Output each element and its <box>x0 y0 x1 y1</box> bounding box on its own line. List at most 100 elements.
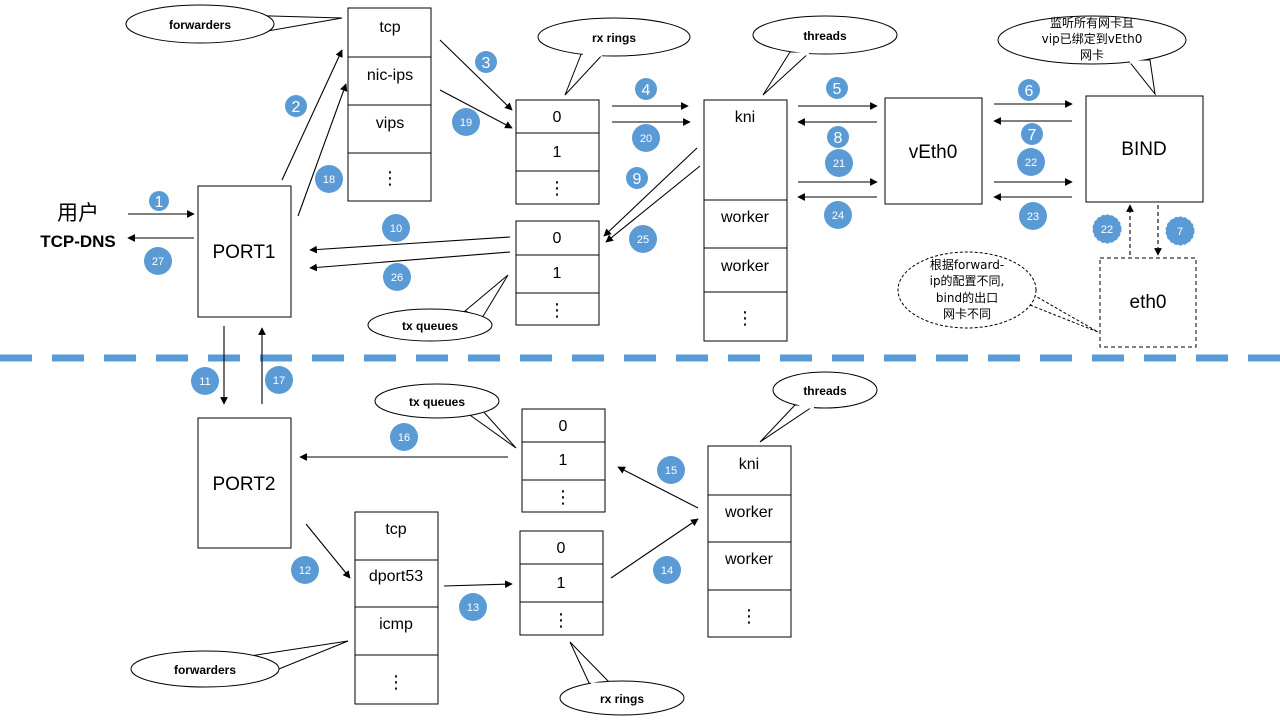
svg-text:17: 17 <box>273 375 285 387</box>
step-badge-3: 3 <box>475 51 497 73</box>
callout-rx-rings-bottom: rx rings <box>559 641 685 716</box>
port2-label: PORT2 <box>212 474 275 495</box>
bind-box <box>1085 95 1204 203</box>
arrow-forwarders-to-rx-3 <box>439 39 513 111</box>
bottom-forwarder-dport53: dport53 <box>369 568 423 585</box>
svg-text:25: 25 <box>637 234 649 246</box>
step-badge-8: 8 <box>827 126 849 148</box>
svg-text:11: 11 <box>199 376 210 388</box>
step-badge-21: 21 <box>825 149 853 177</box>
callout-forwarders-bottom: forwarders <box>130 640 349 688</box>
step-badge-7: 7 <box>1021 123 1043 145</box>
top-forwarder-tcp: tcp <box>379 19 400 36</box>
step-badges: 1 2 3 4 5 6 7 8 9 10 11 12 13 14 15 16 1… <box>144 51 1195 621</box>
arrow-rx-to-threads-14 <box>610 518 699 579</box>
bottom-thread-more: ⋮ <box>740 606 758 626</box>
step-badge-11: 11 <box>191 367 219 395</box>
step-badge-10: 10 <box>382 214 410 242</box>
svg-text:22: 22 <box>1101 224 1113 236</box>
callout-threads-top: threads <box>752 15 898 96</box>
svg-text:tx queues: tx queues <box>409 395 465 409</box>
port1-label: PORT1 <box>212 242 275 263</box>
svg-text:12: 12 <box>299 565 311 577</box>
port2-box <box>197 417 292 549</box>
callout-bind-note: 监听所有网卡且 vip已绑定到vEth0 网卡 <box>997 15 1187 96</box>
bottom-forwarders-stack <box>354 511 439 705</box>
callout-tx-queues-top: tx queues <box>367 274 509 342</box>
svg-text:27: 27 <box>152 256 164 268</box>
step-badge-27: 27 <box>144 247 172 275</box>
step-badge-1: 1 <box>149 191 169 211</box>
top-forwarder-vips: vips <box>376 115 404 132</box>
step-badge-6: 6 <box>1018 79 1040 101</box>
arrow-kni-to-tx-25 <box>605 165 701 243</box>
callout-eth0-note: 根据forward- ip的配置不同, bind的出口 网卡不同 <box>897 251 1099 333</box>
bottom-tx-queue-more: ⋮ <box>554 487 572 507</box>
bottom-tx-queue-0: 0 <box>559 418 568 435</box>
callout-rx-rings-top: rx rings <box>537 17 691 96</box>
step-badge-22: 22 <box>1017 148 1045 176</box>
arrow-port1-to-forwarders-2 <box>297 83 348 217</box>
svg-text:7: 7 <box>1177 226 1183 238</box>
bottom-rx-ring-1: 1 <box>557 575 566 592</box>
step-badge-4: 4 <box>635 78 657 100</box>
veth0-box <box>884 97 983 205</box>
svg-text:2: 2 <box>292 99 301 116</box>
step-badge-19: 19 <box>452 108 480 136</box>
arrow-tx-to-port1-26 <box>309 251 511 272</box>
bottom-rx-ring-0: 0 <box>557 540 566 557</box>
bind-label: BIND <box>1121 139 1166 160</box>
top-forwarder-nic-ips: nic-ips <box>367 67 413 84</box>
bottom-rx-ring-more: ⋮ <box>552 610 570 630</box>
top-tx-queues-stack <box>515 220 600 326</box>
svg-text:23: 23 <box>1027 211 1039 223</box>
arrow-forwarders-to-rx-19 <box>439 89 513 129</box>
svg-text:20: 20 <box>640 133 652 145</box>
bottom-tx-queues-stack <box>521 408 606 513</box>
svg-text:18: 18 <box>323 174 335 186</box>
bottom-thread-worker-2: worker <box>724 551 774 568</box>
step-badge-9: 9 <box>626 167 648 189</box>
svg-text:6: 6 <box>1025 83 1034 100</box>
top-forwarder-more: ⋮ <box>381 168 399 188</box>
eth0-box <box>1099 257 1197 348</box>
step-badge-2: 2 <box>285 95 307 117</box>
top-tx-queue-1: 1 <box>553 265 562 282</box>
step-badge-13: 13 <box>459 593 487 621</box>
top-rx-ring-0: 0 <box>553 109 562 126</box>
svg-text:26: 26 <box>391 272 403 284</box>
top-threads-stack <box>703 99 788 342</box>
svg-text:15: 15 <box>665 465 677 477</box>
step-badge-22-dashed: 22 <box>1092 214 1122 244</box>
svg-text:bind的出口: bind的出口 <box>936 290 998 305</box>
svg-text:threads: threads <box>803 384 847 398</box>
svg-text:16: 16 <box>398 432 410 444</box>
svg-text:forwarders: forwarders <box>174 663 236 677</box>
arrow-forwarders-to-rx-13 <box>443 580 513 589</box>
step-badge-23: 23 <box>1019 202 1047 230</box>
svg-text:14: 14 <box>661 565 673 577</box>
callout-forwarders-top: forwarders <box>125 4 343 44</box>
step-badge-7-dashed: 7 <box>1165 216 1195 246</box>
svg-text:vip已绑定到vEth0: vip已绑定到vEth0 <box>1042 31 1143 46</box>
callout-threads-bottom: threads <box>759 371 878 443</box>
step-badge-25: 25 <box>629 225 657 253</box>
top-tx-queue-more: ⋮ <box>548 300 566 320</box>
svg-text:rx rings: rx rings <box>600 692 644 706</box>
step-badge-17: 17 <box>265 366 293 394</box>
step-badge-14: 14 <box>653 556 681 584</box>
bottom-thread-kni: kni <box>739 456 759 473</box>
top-thread-worker-1: worker <box>720 209 770 226</box>
svg-text:5: 5 <box>833 81 842 98</box>
arrow-tx-to-port1-10 <box>309 236 511 254</box>
step-badge-16: 16 <box>390 423 418 451</box>
user-label: 用户 <box>57 201 99 225</box>
bottom-forwarder-tcp: tcp <box>385 521 406 538</box>
top-thread-kni: kni <box>735 109 755 126</box>
svg-text:22: 22 <box>1025 157 1037 169</box>
arrows <box>127 39 1162 589</box>
svg-text:监听所有网卡且: 监听所有网卡且 <box>1050 16 1134 30</box>
svg-text:9: 9 <box>633 171 642 188</box>
svg-text:网卡不同: 网卡不同 <box>943 307 991 321</box>
